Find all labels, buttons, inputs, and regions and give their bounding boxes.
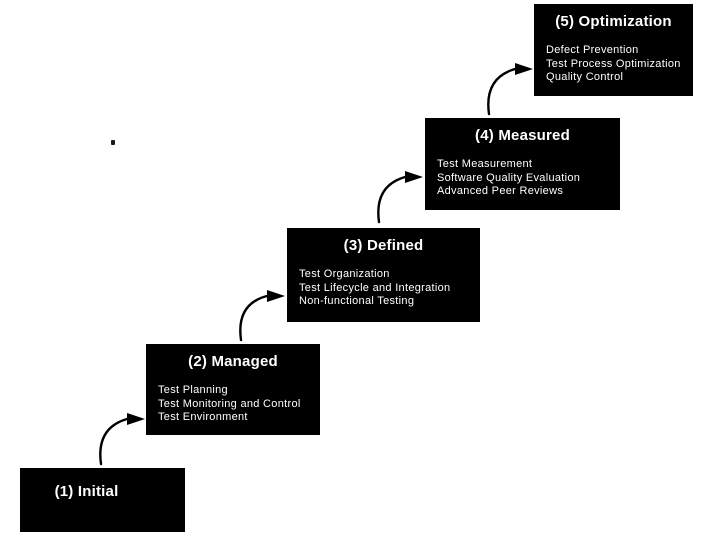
- arrow-level4-to-level5: [487, 63, 533, 116]
- level-item: Test Monitoring and Control: [158, 397, 301, 410]
- level-item: Test Process Optimization: [546, 57, 681, 70]
- level-item: Test Measurement: [437, 158, 533, 170]
- level-item-list: Test Planning Test Monitoring and Contro…: [146, 384, 320, 425]
- level-title: (3) Defined: [343, 237, 424, 254]
- arrow-level3-to-level4: [377, 171, 423, 224]
- arrow-level2-to-level3: [239, 290, 285, 342]
- arrowhead-icon: [405, 171, 423, 183]
- level-box-4-measured: (4) Measured Test Measurement Software Q…: [425, 118, 620, 210]
- level-item-list: Defect Prevention Test Process Optimizat…: [534, 44, 693, 85]
- arrow-level1-to-level2: [99, 413, 145, 466]
- level-item: Defect Prevention: [546, 44, 639, 56]
- level-item: Software Quality Evaluation: [437, 171, 581, 184]
- level-item: Quality Control: [546, 71, 624, 83]
- level-title: (5) Optimization: [555, 13, 672, 30]
- level-item-list: Test Organization Test Lifecycle and Int…: [287, 268, 480, 309]
- arrowhead-icon: [515, 63, 533, 75]
- arrowhead-icon: [267, 290, 285, 302]
- level-item: Test Environment: [158, 411, 248, 423]
- level-item: Test Lifecycle and Integration: [299, 281, 451, 294]
- level-title: (4) Measured: [475, 127, 570, 144]
- level-box-5-optimization: (5) Optimization Defect Prevention Test …: [534, 4, 693, 96]
- level-title: (2) Managed: [188, 353, 278, 370]
- arrowhead-icon: [127, 413, 145, 425]
- level-item: Advanced Peer Reviews: [437, 185, 564, 197]
- level-box-3-defined: (3) Defined Test Organization Test Lifec…: [287, 228, 480, 322]
- level-item-list: Test Measurement Software Quality Evalua…: [425, 158, 620, 199]
- stray-dot: [111, 140, 115, 145]
- level-box-2-managed: (2) Managed Test Planning Test Monitorin…: [146, 344, 320, 435]
- level-title: (1) Initial: [54, 483, 119, 500]
- level-item: Test Organization: [299, 268, 390, 280]
- level-item: Non-functional Testing: [299, 295, 415, 307]
- level-box-1-initial: (1) Initial: [20, 468, 185, 532]
- level-item: Test Planning: [158, 384, 228, 396]
